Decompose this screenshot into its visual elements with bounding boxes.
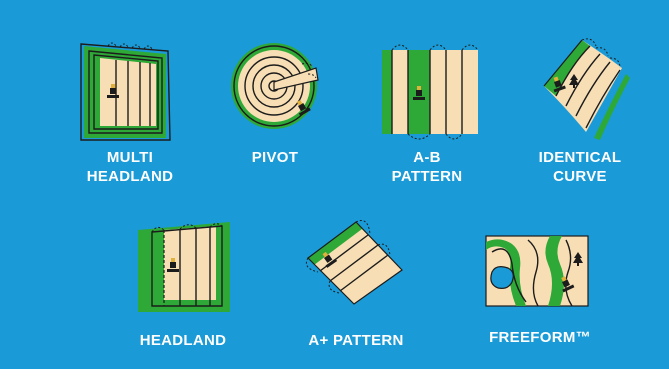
multi-headland-icon [80, 42, 171, 141]
pond-shape [490, 266, 514, 289]
freeform-label: FREEFORM™ [489, 329, 591, 346]
a-b-pattern-label: A-B PATTERN [391, 149, 463, 185]
tractor-icon [561, 276, 575, 293]
tractor-icon [553, 76, 566, 93]
multi-headland-label: MULTI HEADLAND [86, 149, 174, 185]
identical-curve-label: IDENTICAL CURVE [538, 149, 622, 185]
freeform-tile [482, 232, 592, 310]
headland-tile [134, 220, 238, 316]
tractor-icon [107, 84, 119, 98]
a-b-pattern-icon [382, 44, 479, 140]
tree-icon [573, 252, 583, 266]
a-plus-pattern-icon [305, 220, 403, 305]
multi-headland-tile [78, 38, 178, 148]
identical-curve-tile [522, 34, 634, 146]
tractor-icon [413, 86, 425, 100]
tree-icon [569, 74, 579, 88]
tractor-icon [167, 258, 179, 272]
headland-icon [138, 222, 230, 312]
pivot-tile [228, 40, 320, 132]
pivot-icon [231, 43, 319, 129]
pivot-label: PIVOT [251, 149, 299, 166]
a-b-pattern-tile [374, 40, 486, 140]
a-plus-pattern-tile [296, 214, 414, 310]
identical-curve-icon [543, 38, 630, 140]
tractor-icon [322, 251, 338, 268]
headland-label: HEADLAND [139, 332, 227, 349]
guidance-patterns-panel: MULTI HEADLAND PIVOT [0, 0, 669, 369]
a-plus-pattern-label: A+ PATTERN [308, 332, 404, 349]
tractor-icon [296, 100, 311, 117]
freeform-icon [485, 235, 589, 307]
